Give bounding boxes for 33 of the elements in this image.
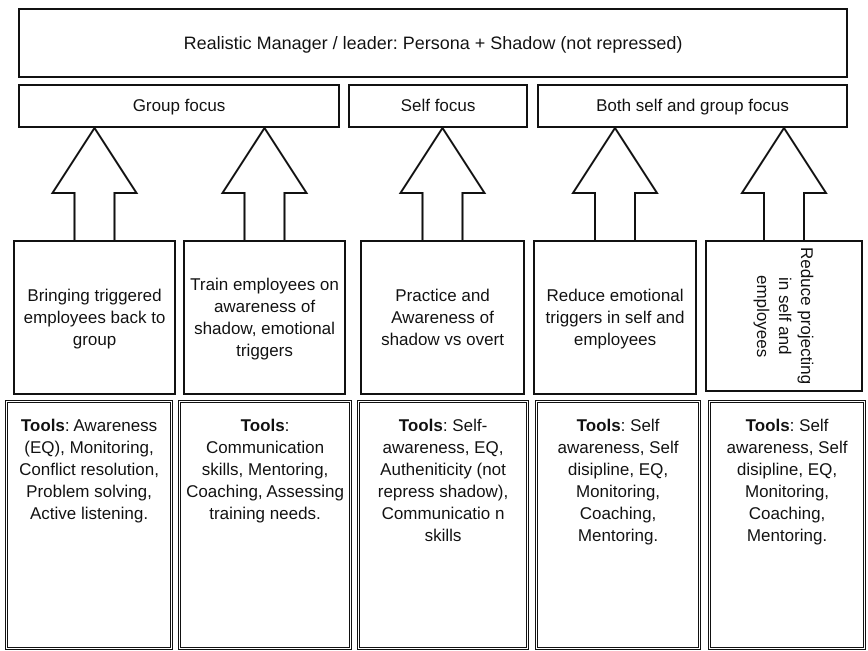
box-text: Practice and Awareness of shadow vs overt	[380, 284, 505, 350]
box-text: Self focus	[400, 95, 476, 117]
arrow-body-box	[360, 240, 525, 395]
tools-list: Tools: Self awareness, Self disipline, EQ, Monitoring, Coaching, Mentoring.	[542, 415, 694, 547]
block-arrow	[740, 126, 828, 241]
tools-list: Tools: Self awareness, Self disipline, EQ, Monitoring, Coaching, Mentoring.	[715, 415, 859, 547]
block-arrow	[398, 126, 486, 241]
arrow-body-box	[13, 240, 176, 395]
block-arrow	[50, 126, 138, 241]
title-box	[18, 8, 848, 78]
tools-list: Tools: Awareness (EQ), Monitoring, Conflict resolution, Problem solving, Active listening.	[12, 415, 166, 525]
box-text: Both self and group focus	[596, 95, 789, 117]
box-text: Realistic Manager / leader: Persona + Shadow (not repressed)	[184, 32, 682, 54]
tools-box	[535, 400, 701, 650]
tools-box	[178, 400, 352, 650]
arrow-body-box	[705, 240, 863, 392]
focus-box	[537, 84, 848, 128]
arrow-body-box	[533, 240, 697, 395]
focus-box	[18, 84, 340, 128]
tools-box	[708, 400, 866, 650]
box-text: Reduce emotional triggers in self and employees	[544, 284, 686, 350]
box-text: Train employees on awareness of shadow, emotional triggers	[189, 274, 340, 362]
block-arrow	[220, 126, 308, 241]
block-arrow	[571, 126, 659, 241]
tools-list: Tools: Self-awareness, EQ, Autheniticity (not repress shadow), Communicatio n skills	[364, 415, 522, 547]
box-text: Bringing triggered employees back to group	[22, 284, 166, 350]
box-text: Group focus	[132, 95, 226, 117]
box-text: Reduce projecting in self and employees	[752, 246, 817, 386]
tools-list: Tools: Communication skills, Mentoring, Coaching, Assessing training needs.	[185, 415, 345, 525]
tools-box	[357, 400, 529, 650]
focus-box	[348, 84, 528, 128]
tools-box	[5, 400, 173, 650]
arrow-body-box	[183, 240, 346, 395]
